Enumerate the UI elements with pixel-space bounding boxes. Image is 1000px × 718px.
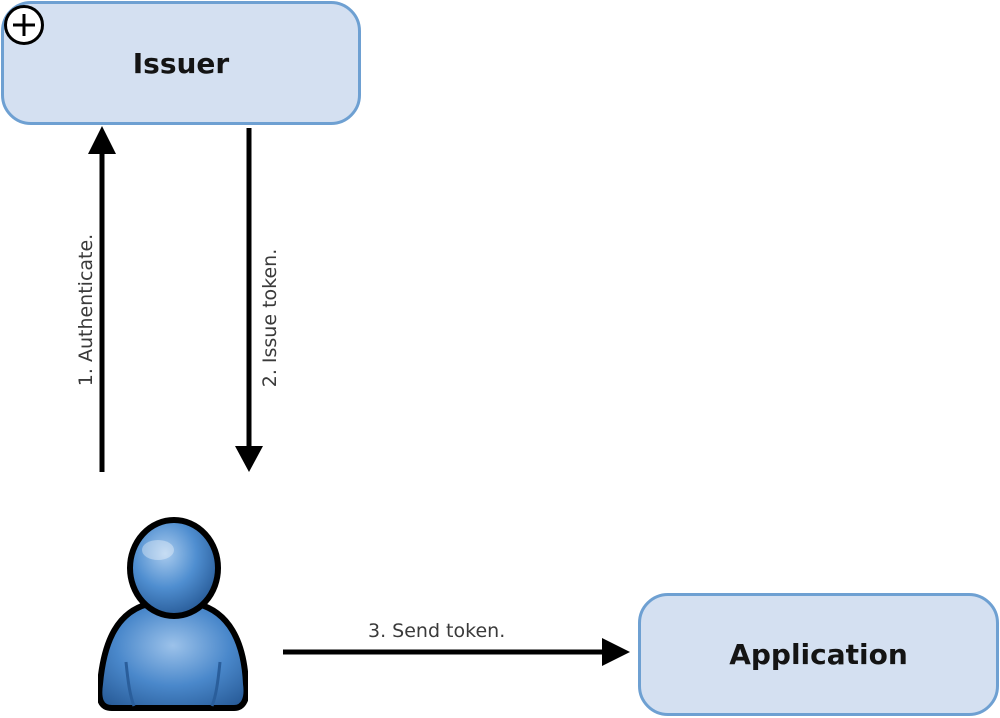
send-token-arrow bbox=[283, 638, 630, 666]
issue-token-arrow bbox=[235, 128, 263, 472]
issuer-node[interactable]: Issuer bbox=[1, 1, 361, 125]
application-node[interactable]: Application bbox=[638, 593, 999, 716]
issuer-label: Issuer bbox=[132, 46, 230, 80]
user-icon[interactable] bbox=[98, 512, 248, 712]
application-label: Application bbox=[729, 638, 908, 671]
issue-token-label: 2. Issue token. bbox=[259, 248, 281, 388]
authenticate-arrow bbox=[88, 126, 116, 472]
send-token-label: 3. Send token. bbox=[368, 620, 506, 642]
authenticate-label: 1. Authenticate. bbox=[75, 233, 97, 387]
circle-plus-icon[interactable] bbox=[2, 3, 46, 47]
